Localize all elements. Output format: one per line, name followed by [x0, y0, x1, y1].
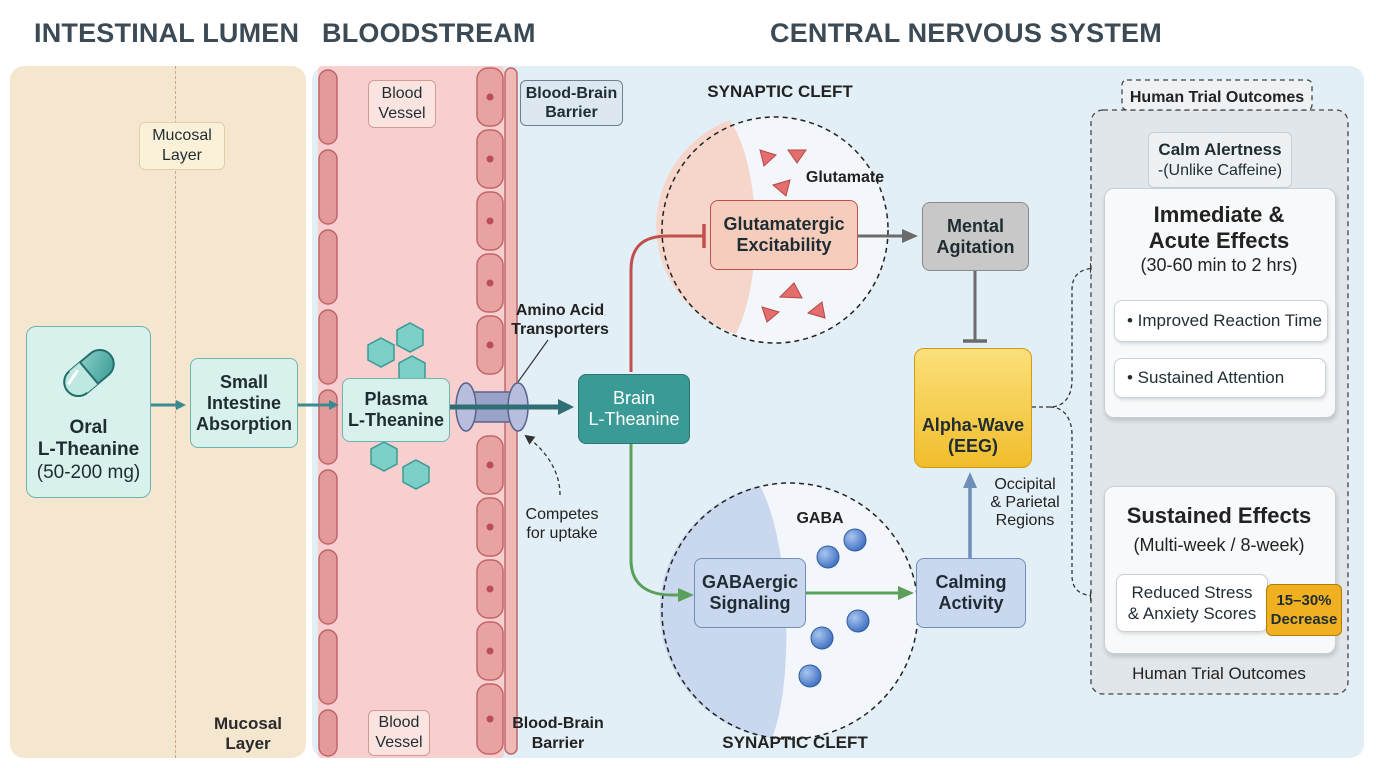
- amino-acid-transporters-label: Amino Acid Transporters: [511, 302, 609, 338]
- decrease-badge: 15–30% Decrease: [1266, 584, 1342, 636]
- mucosal-layer-label-bottom: Mucosal Layer: [213, 714, 283, 753]
- human-trial-outcomes-title: Human Trial Outcomes: [1129, 89, 1305, 106]
- plasma-l-theanine-box: Plasma L-Theanine: [342, 378, 450, 442]
- vessel-wall-left: [318, 69, 338, 757]
- oral-dose: (50-200 mg): [36, 462, 141, 483]
- glutamatergic-excitability-box: Glutamatergic Excitability: [710, 200, 858, 270]
- synaptic-cleft-label-bottom: SYNAPTIC CLEFT: [722, 733, 868, 752]
- gabaergic-signaling-box: GABAergic Signaling: [694, 558, 806, 628]
- heading-bloodstream: BLOODSTREAM: [322, 18, 536, 48]
- reduced-stress-box: Reduced Stress & Anxiety Scores: [1116, 574, 1268, 632]
- synaptic-cleft-label-top: SYNAPTIC CLEFT: [707, 82, 853, 101]
- heading-central-nervous-system: CENTRAL NERVOUS SYSTEM: [770, 18, 1162, 48]
- calming-activity-box: Calming Activity: [916, 558, 1026, 628]
- human-trial-outcomes-footer: Human Trial Outcomes: [1132, 664, 1306, 683]
- brain-l-theanine-box: Brain L-Theanine: [578, 374, 690, 444]
- lumen-dashed-divider: [175, 66, 176, 758]
- small-intestine-absorption-box: Small Intestine Absorption: [190, 358, 298, 448]
- calm-alertness-title: Calm Alertness: [1158, 140, 1282, 159]
- calm-alertness-sub: -(Unlike Caffeine): [1157, 162, 1283, 179]
- triangle-glutamate-icon: [759, 149, 826, 323]
- blood-brain-barrier-label-bottom: Blood-Brain Barrier: [512, 715, 604, 752]
- hexagon-molecule-icon: [367, 322, 430, 490]
- acute-effects-time: (30-60 min to 2 hrs): [1140, 255, 1298, 275]
- sustained-effects-time: (Multi-week / 8-week): [1133, 535, 1305, 555]
- sphere-gaba-icon: [798, 528, 870, 688]
- improved-reaction-time-item: • Improved Reaction Time: [1114, 300, 1328, 342]
- competes-for-uptake-label: Competes for uptake: [525, 506, 599, 542]
- blood-vessel-label-top: Blood Vessel: [368, 80, 436, 128]
- blood-brain-barrier-label-top: Blood-Brain Barrier: [520, 80, 623, 126]
- heading-intestinal-lumen: INTESTINAL LUMEN: [34, 18, 300, 48]
- alpha-wave-box: Alpha-Wave (EEG): [914, 348, 1032, 468]
- calm-alertness-box: Calm Alertness -(Unlike Caffeine): [1148, 132, 1292, 188]
- oral-l-theanine-box: Oral L-Theanine (50-200 mg): [26, 326, 151, 498]
- occipital-parietal-label: Occipital & Parietal Regions: [990, 476, 1060, 529]
- mucosal-layer-label-top: Mucosal Layer: [139, 122, 225, 170]
- mental-agitation-box: Mental Agitation: [922, 202, 1029, 271]
- sustained-effects-title: Sustained Effects: [1126, 503, 1312, 528]
- acute-effects-title: Immediate & Acute Effects: [1148, 202, 1290, 253]
- sustained-attention-item: • Sustained Attention: [1114, 358, 1326, 398]
- gaba-label: GABA: [796, 510, 844, 527]
- oral-l-theanine-name: Oral L-Theanine: [37, 417, 140, 460]
- blood-vessel-label-bottom: Blood Vessel: [368, 710, 430, 756]
- glutamate-label: Glutamate: [805, 169, 885, 186]
- capsule-icon: [63, 349, 115, 397]
